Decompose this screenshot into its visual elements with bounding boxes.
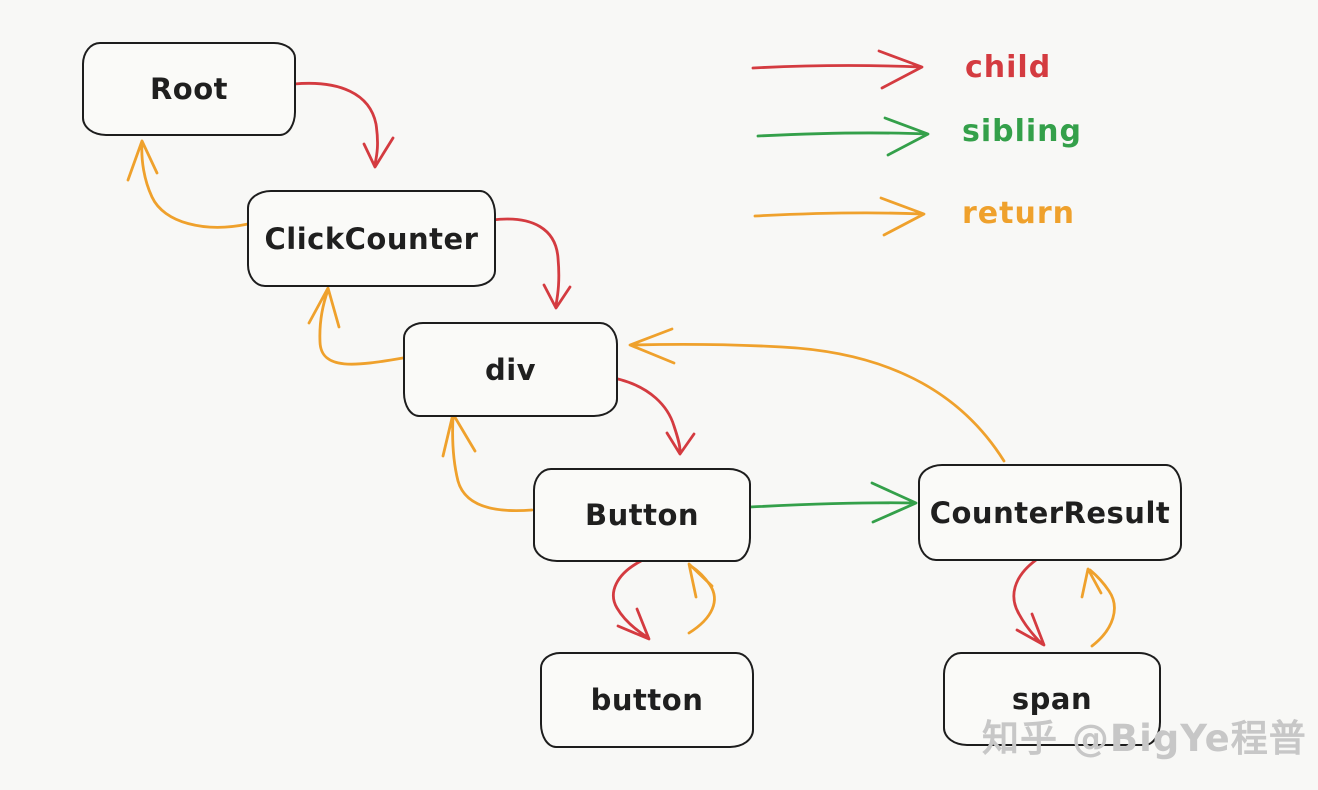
edge-div-to-clickcounter-return-arrow bbox=[307, 286, 405, 366]
node-label: ClickCounter bbox=[264, 221, 479, 256]
edge-root-to-clickcounter-child-arrow bbox=[292, 81, 395, 169]
edge-clickcounter-to-root-return-arrow bbox=[126, 139, 250, 229]
edge-button-el-to-button-return-arrow bbox=[687, 562, 716, 635]
edge-counterresult-to-div-return-arrow bbox=[628, 327, 1006, 463]
legend-return-arrow-icon bbox=[753, 196, 926, 237]
legend-label-child: child bbox=[965, 50, 1052, 85]
edge-button-to-div-return-arrow bbox=[441, 412, 534, 512]
node-label: button bbox=[590, 683, 704, 717]
node-button-element: button bbox=[540, 652, 754, 748]
legend-arrows bbox=[751, 49, 930, 237]
node-span-element: span bbox=[943, 652, 1161, 746]
node-clickcounter: ClickCounter bbox=[247, 190, 496, 287]
legend-label-return: return bbox=[962, 196, 1075, 231]
edge-div-to-button-child-arrow bbox=[616, 377, 696, 456]
node-label: Button bbox=[584, 498, 700, 532]
watermark: 知乎 @BigYe程普 bbox=[982, 717, 1307, 760]
node-button-component: Button bbox=[533, 468, 751, 562]
edge-counterresult-to-span-child-arrow bbox=[1012, 558, 1046, 647]
node-label: Root bbox=[149, 72, 229, 106]
node-div: div bbox=[403, 322, 618, 417]
edge-span-to-counterresult-return-arrow bbox=[1080, 567, 1116, 648]
node-label: span bbox=[1011, 682, 1093, 716]
edge-button-to-button-el-child-arrow bbox=[612, 559, 651, 641]
node-label: CounterResult bbox=[929, 495, 1171, 530]
node-counterresult: CounterResult bbox=[918, 464, 1182, 561]
node-root: Root bbox=[82, 42, 296, 136]
legend-sibling-arrow-icon bbox=[756, 116, 930, 157]
edge-clickcounter-to-div-child-arrow bbox=[490, 217, 572, 310]
legend-child-arrow-icon bbox=[751, 49, 924, 90]
legend-label-sibling: sibling bbox=[962, 114, 1083, 149]
node-label: div bbox=[484, 352, 537, 387]
edge-button-to-counterresult-sibling-arrow bbox=[748, 481, 918, 524]
